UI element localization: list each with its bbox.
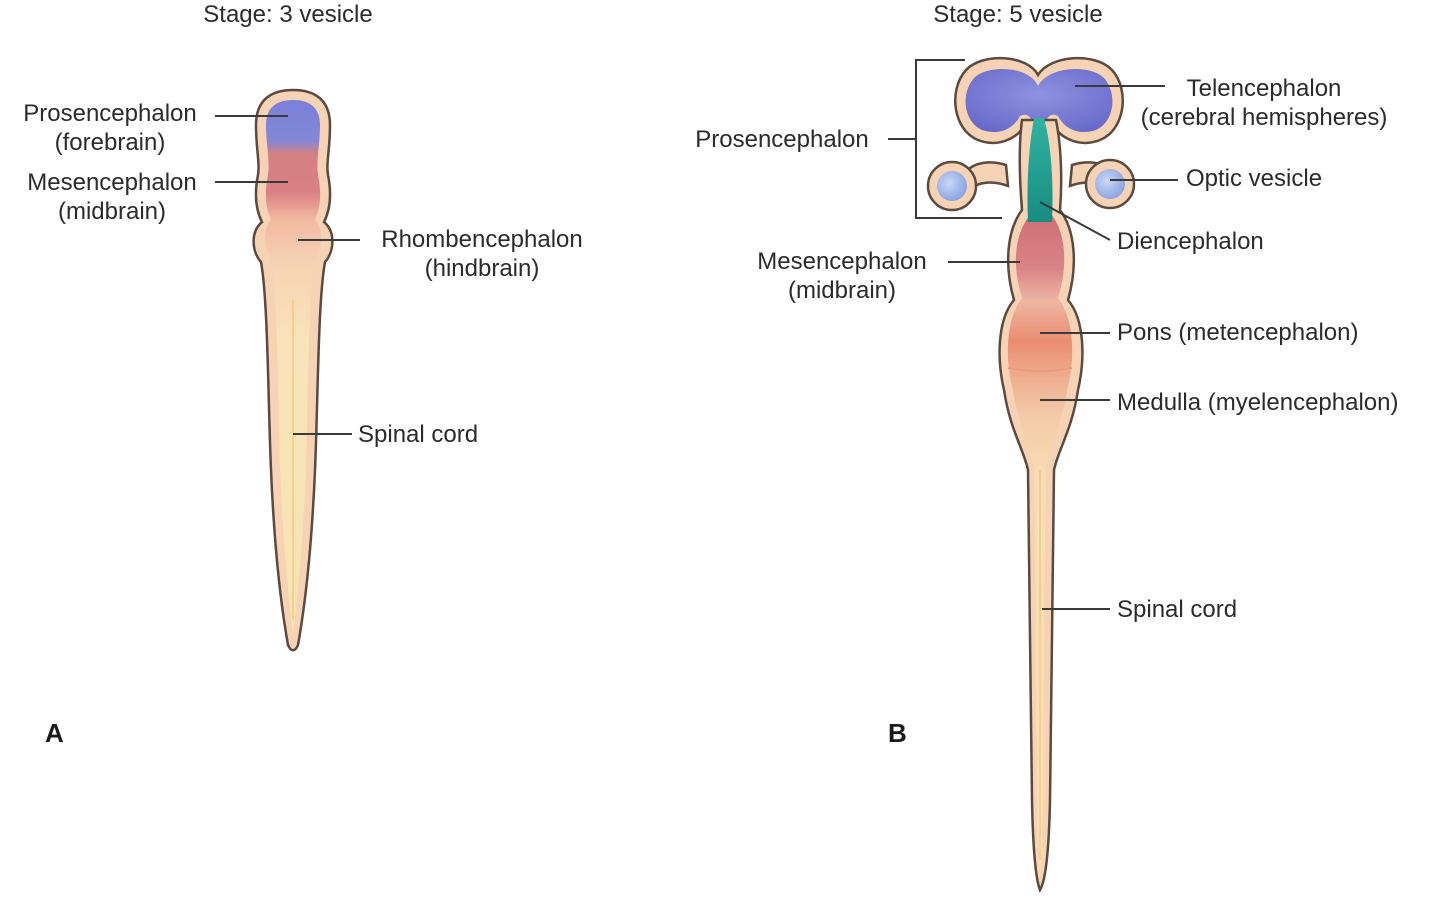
svg-text:(midbrain): (midbrain) — [58, 198, 166, 225]
label-mesencephalon-a: Mesencephalon (midbrain) — [27, 169, 288, 225]
svg-text:Prosencephalon: Prosencephalon — [695, 126, 868, 153]
label-mesencephalon-b: Mesencephalon (midbrain) — [757, 248, 1020, 304]
svg-text:Spinal cord: Spinal cord — [358, 421, 478, 448]
svg-text:Diencephalon: Diencephalon — [1117, 228, 1264, 255]
panel-b-letter: B — [888, 718, 907, 748]
svg-text:(midbrain): (midbrain) — [788, 277, 896, 304]
svg-text:Spinal cord: Spinal cord — [1117, 596, 1237, 623]
label-telencephalon: Telencephalon (cerebral hemispheres) — [1075, 75, 1387, 131]
svg-text:Optic vesicle: Optic vesicle — [1186, 165, 1322, 192]
label-pons: Pons (metencephalon) — [1040, 319, 1358, 346]
svg-text:Mesencephalon: Mesencephalon — [757, 248, 926, 275]
svg-text:Medulla (myelencephalon): Medulla (myelencephalon) — [1117, 389, 1398, 416]
svg-text:(cerebral hemispheres): (cerebral hemispheres) — [1141, 104, 1388, 131]
panel-a-letter: A — [45, 718, 64, 748]
telencephalon — [965, 68, 1113, 133]
label-rhombencephalon-a: Rhombencephalon (hindbrain) — [298, 226, 583, 282]
diencephalon — [1027, 118, 1053, 222]
label-diencephalon: Diencephalon — [1039, 201, 1264, 255]
label-spinal-cord-a: Spinal cord — [293, 421, 478, 448]
svg-text:Mesencephalon: Mesencephalon — [27, 169, 196, 196]
svg-text:Pons (metencephalon): Pons (metencephalon) — [1117, 319, 1358, 346]
label-optic-vesicle: Optic vesicle — [1110, 165, 1322, 192]
svg-text:(forebrain): (forebrain) — [55, 129, 166, 156]
panel-a: Stage: 3 vesicle Prosencephalon (forebra… — [23, 1, 582, 748]
panel-b-title: Stage: 5 vesicle — [933, 1, 1102, 28]
svg-text:(hindbrain): (hindbrain) — [425, 255, 540, 282]
label-medulla: Medulla (myelencephalon) — [1040, 389, 1398, 416]
pons-medulla-boundary — [1007, 367, 1073, 372]
svg-text:Rhombencephalon: Rhombencephalon — [381, 226, 582, 253]
svg-text:Prosencephalon: Prosencephalon — [23, 100, 196, 127]
label-prosencephalon-a: Prosencephalon (forebrain) — [23, 100, 288, 156]
panel-b: Stage: 5 vesicle Prosencephalon Telencep… — [695, 1, 1398, 893]
svg-text:Telencephalon: Telencephalon — [1187, 75, 1342, 102]
optic-vesicle-right — [1095, 169, 1125, 199]
optic-vesicle-left — [937, 171, 967, 201]
panel-a-title: Stage: 3 vesicle — [203, 1, 372, 28]
label-spinal-cord-b: Spinal cord — [1042, 596, 1237, 623]
label-prosencephalon-b: Prosencephalon — [695, 59, 1002, 219]
